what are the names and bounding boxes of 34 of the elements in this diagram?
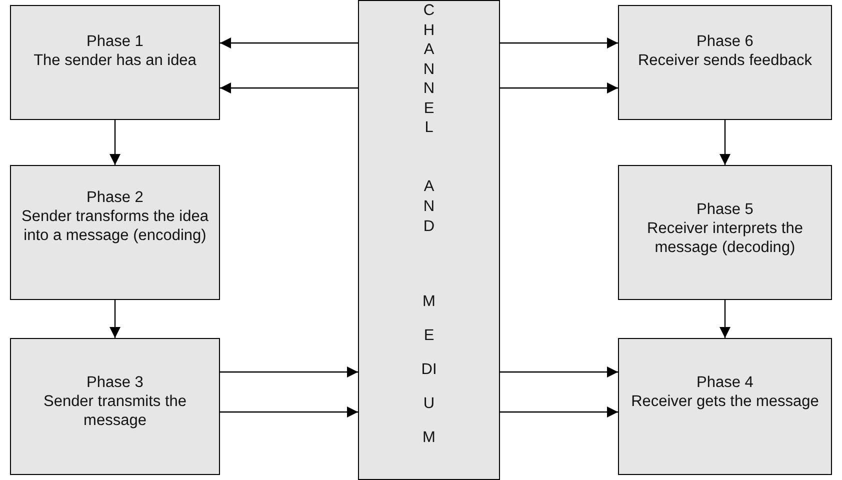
arrow [220,366,358,378]
arrow [220,38,358,48]
arrow [720,120,730,165]
phase-description: Receiver interprets the message (decoding) [646,219,804,257]
phase-title: Phase 5 [696,200,754,219]
phase-description: Sender transforms the idea into a message (encoding) [20,207,210,245]
arrow [500,38,618,48]
phase-box [10,5,220,120]
arrow [110,120,120,165]
phase-description: Sender transmits the message [42,392,188,430]
phase-description: Receiver gets the message [630,392,820,411]
arrow [720,300,730,338]
phase-title: Phase 6 [696,32,754,51]
arrow [220,82,358,94]
vertical-label: MEDIUM [421,292,437,448]
phase-box [618,338,832,475]
vertical-label: AND [422,177,436,237]
arrow [500,406,618,418]
arrow [220,406,358,418]
channel-column [358,0,500,480]
phase-box [618,165,832,300]
phase-box [10,338,220,475]
phase-box [618,5,832,120]
phase-title: Phase 4 [696,373,754,392]
phase-description: The sender has an idea [32,51,198,70]
phase-title: Phase 3 [86,373,144,392]
vertical-label: CHANNEL [422,1,436,138]
arrow [500,366,618,378]
arrow [110,300,120,338]
phase-title: Phase 2 [86,188,144,207]
arrow [500,82,618,94]
phase-title: Phase 1 [86,32,144,51]
phase-box [10,165,220,300]
phase-description: Receiver sends feedback [636,51,814,70]
